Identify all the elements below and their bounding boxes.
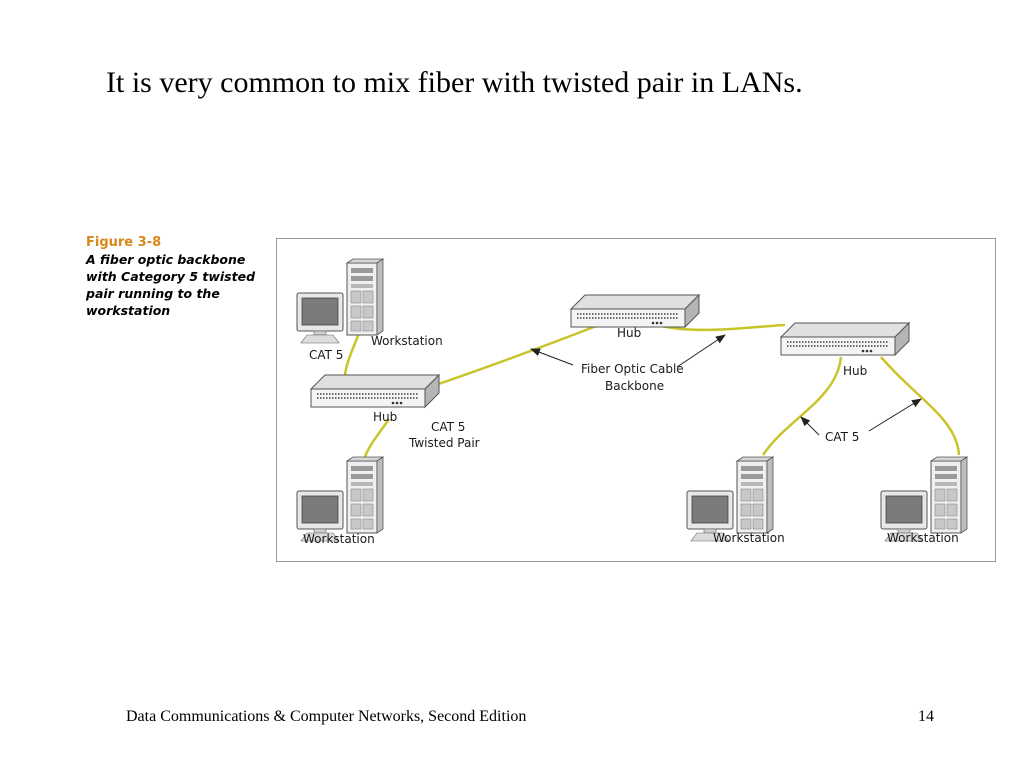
label-hub-right: Hub xyxy=(843,364,867,378)
footer-text: Data Communications & Computer Networks,… xyxy=(126,708,527,725)
label-fiber-line2: Backbone xyxy=(605,379,664,393)
label-fiber-line1: Fiber Optic Cable xyxy=(581,362,684,376)
cables xyxy=(343,323,961,458)
cable-hub-left-to-hub-center xyxy=(420,323,600,392)
hub-right-icon xyxy=(780,322,910,356)
label-hub-left: Hub xyxy=(373,410,397,424)
label-workstation-bottom-right: Workstation xyxy=(887,531,959,545)
cable-hub-right-to-ws-bottom-right xyxy=(880,356,961,456)
label-workstation-bottom-left: Workstation xyxy=(303,532,375,546)
label-workstation-top-left: Workstation xyxy=(371,334,443,348)
workstation-top-left-icon xyxy=(296,258,384,344)
workstation-bottom-right-icon xyxy=(880,456,968,542)
figure-caption: Figure 3-8 A fiber optic backbone with C… xyxy=(86,234,276,319)
label-cat5-top-left: CAT 5 xyxy=(309,348,343,362)
label-cat5-right: CAT 5 xyxy=(825,430,859,444)
figure-description: A fiber optic backbone with Category 5 t… xyxy=(86,252,256,318)
cable-hub-left-to-ws-bottom-left xyxy=(363,418,391,458)
cat5-arrow-left xyxy=(800,416,820,436)
cat5-arrow-right xyxy=(868,398,922,432)
label-workstation-bottom-center: Workstation xyxy=(713,531,785,545)
page-number: 14 xyxy=(918,708,934,725)
cable-hub-right-to-ws-bottom-center xyxy=(761,356,843,456)
figure-number: Figure 3-8 xyxy=(86,235,162,250)
cable-hub-center-to-hub-right xyxy=(656,323,786,332)
label-hub-center: Hub xyxy=(617,326,641,340)
label-cat5-twisted-line1: CAT 5 xyxy=(431,420,465,434)
label-cat5-twisted-line2: Twisted Pair xyxy=(408,436,480,450)
hub-center-icon xyxy=(570,294,700,328)
fiber-arrow-right xyxy=(676,334,726,368)
slide-title: It is very common to mix fiber with twis… xyxy=(106,66,803,99)
network-diagram: Workstation CAT 5 Hub CAT 5 Twisted Pair… xyxy=(276,238,996,562)
workstation-bottom-left-icon xyxy=(296,456,384,542)
annotation-arrows xyxy=(530,334,922,436)
fiber-arrow-left xyxy=(530,348,574,366)
network-diagram-canvas: Workstation CAT 5 Hub CAT 5 Twisted Pair… xyxy=(296,258,968,546)
workstation-bottom-center-icon xyxy=(686,456,774,542)
hub-left-icon xyxy=(310,374,440,408)
